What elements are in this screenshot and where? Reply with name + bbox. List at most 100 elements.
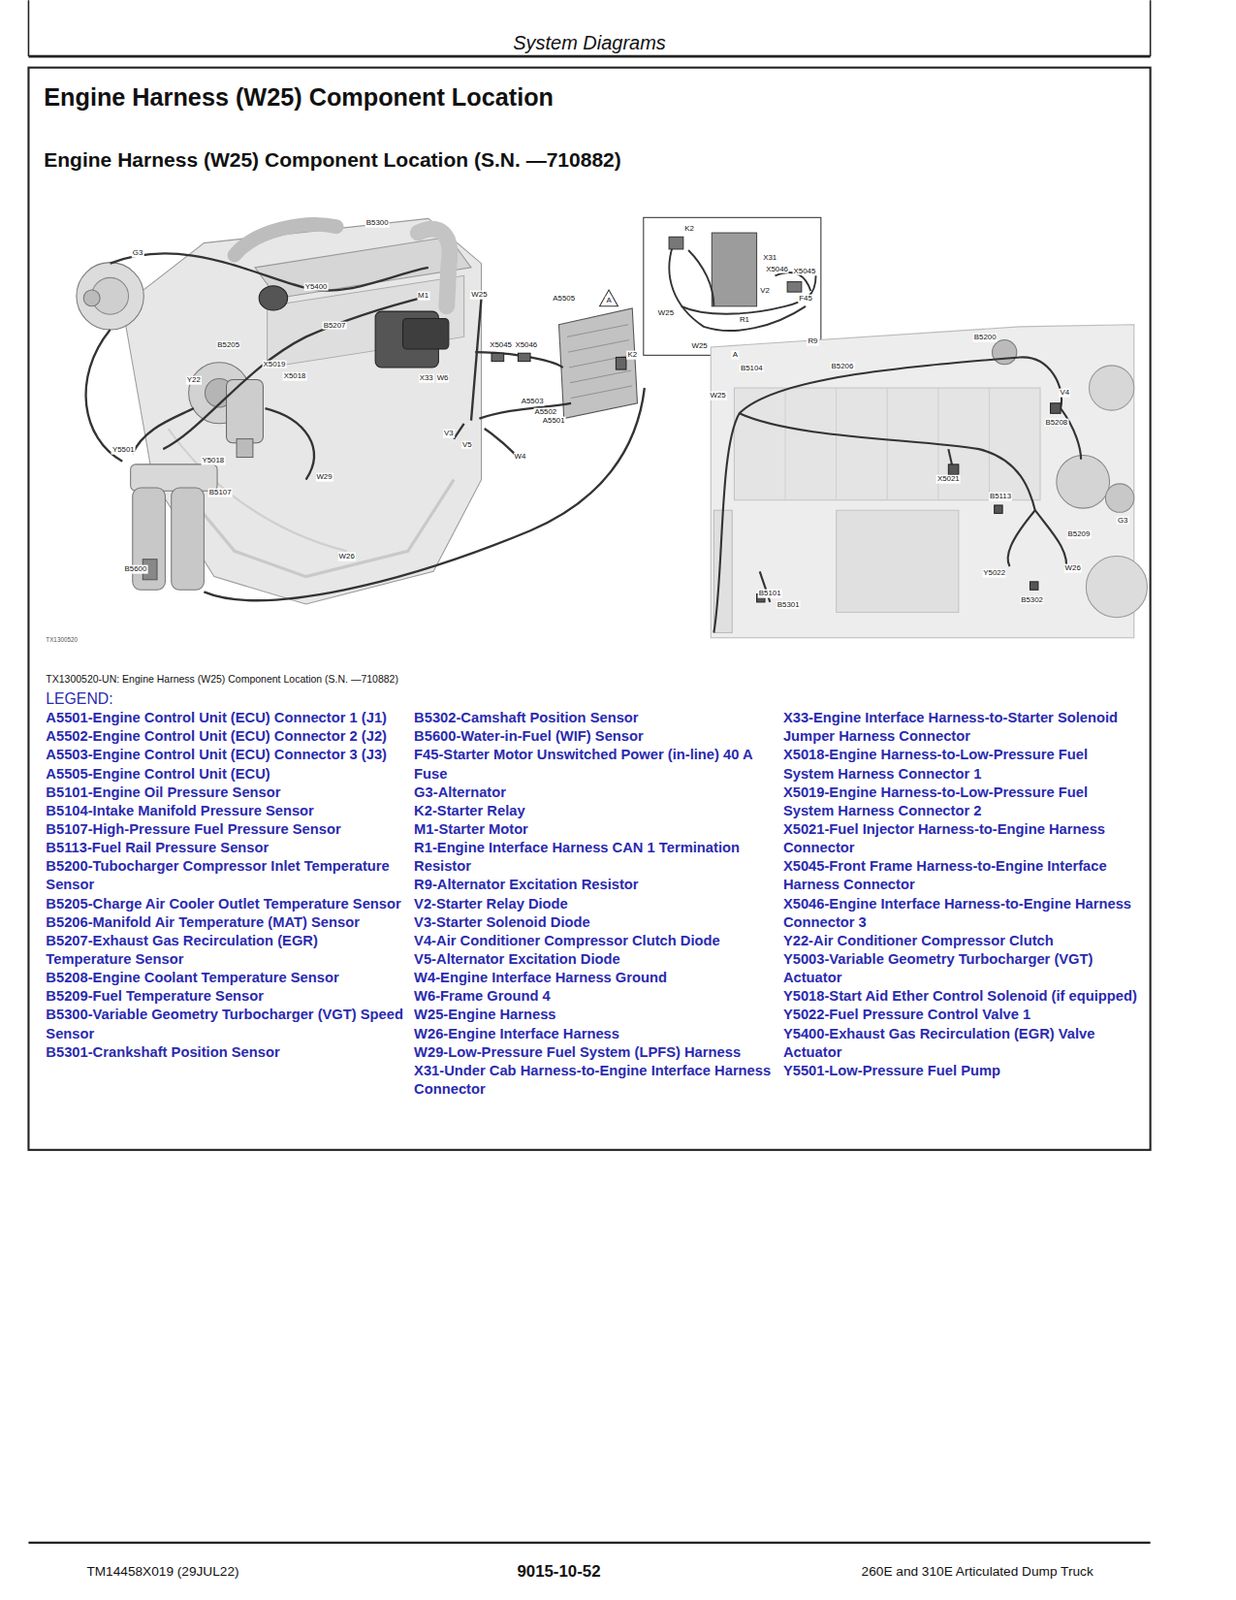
callout-label: Y5400 bbox=[304, 282, 329, 291]
legend-entry: V5-Alternator Excitation Diode bbox=[413, 950, 773, 969]
callout-label: W4 bbox=[513, 452, 528, 462]
legend-entry: V4-Air Conditioner Compressor Clutch Dio… bbox=[413, 931, 773, 951]
legend-entry: B5113-Fuel Rail Pressure Sensor bbox=[45, 838, 405, 857]
callout-label: V5 bbox=[461, 440, 474, 449]
callout-label: A5501 bbox=[541, 416, 567, 426]
callout-label: G3 bbox=[131, 249, 145, 258]
callout-label: B5200 bbox=[973, 333, 998, 343]
callout-label: B5208 bbox=[1044, 417, 1069, 427]
inset-view bbox=[643, 217, 822, 361]
callout-label: B5113 bbox=[988, 492, 1013, 502]
legend-entry: B5300-Variable Geometry Turbocharger (VG… bbox=[45, 1005, 405, 1043]
callout-label: F45 bbox=[797, 294, 814, 304]
legend-entry: W4-Engine Interface Harness Ground bbox=[413, 968, 773, 987]
legend-entry: B5206-Manifold Air Temperature (MAT) Sen… bbox=[45, 913, 405, 932]
legend-entry: X5046-Engine Interface Harness-to-Engine… bbox=[783, 894, 1142, 932]
legend-entry: Y5501-Low-Pressure Fuel Pump bbox=[783, 1061, 1142, 1080]
callout-label: W25 bbox=[691, 341, 709, 350]
callout-label: B5209 bbox=[1067, 530, 1092, 539]
callout-label: Y5022 bbox=[982, 569, 1007, 578]
callout-label: X5021 bbox=[936, 475, 961, 484]
legend-entry: B5101-Engine Oil Pressure Sensor bbox=[45, 783, 405, 802]
legend-entry: A5501-Engine Control Unit (ECU) Connecto… bbox=[45, 708, 405, 728]
legend-column: X33-Engine Interface Harness-to-Starter … bbox=[783, 708, 1142, 1080]
callout-label: W25 bbox=[657, 309, 675, 318]
callout-label: B5207 bbox=[322, 320, 348, 330]
callout-label: B5107 bbox=[208, 488, 233, 498]
legend-column: B5302-Camshaft Position SensorB5600-Wate… bbox=[413, 708, 773, 1099]
callout-label: G3 bbox=[1116, 515, 1130, 525]
callout-label: B5600 bbox=[124, 565, 149, 574]
subtitle: Engine Harness (W25) Component Location … bbox=[43, 148, 622, 172]
callout-label: W25 bbox=[708, 391, 727, 401]
legend-entry: K2-Starter Relay bbox=[413, 801, 773, 821]
legend-entry: V2-Starter Relay Diode bbox=[413, 894, 773, 914]
callout-label: B5205 bbox=[216, 340, 241, 349]
figure-id: TX1300520 bbox=[45, 635, 78, 643]
callout-label: X5046 bbox=[513, 340, 539, 349]
legend-entry: B5600-Water-in-Fuel (WIF) Sensor bbox=[413, 727, 773, 746]
callout-label: K2 bbox=[683, 223, 696, 233]
legend-entry: B5200-Tubocharger Compressor Inlet Tempe… bbox=[45, 856, 405, 894]
legend-entry: Y5018-Start Aid Ether Control Solenoid (… bbox=[783, 986, 1142, 1006]
callout-label: X31 bbox=[761, 253, 778, 263]
legend-entry: V3-Starter Solenoid Diode bbox=[413, 913, 773, 932]
legend-entry: R9-Alternator Excitation Resistor bbox=[413, 875, 773, 894]
page-title: Engine Harness (W25) Component Location bbox=[43, 83, 554, 112]
callout-label: X5045 bbox=[488, 340, 513, 349]
legend-entry: B5207-Exhaust Gas Recirculation (EGR) Te… bbox=[45, 931, 405, 969]
legend-entry: W29-Low-Pressure Fuel System (LPFS) Harn… bbox=[413, 1043, 773, 1062]
callout-label: V4 bbox=[1058, 388, 1071, 398]
legend-entry: A5502-Engine Control Unit (ECU) Connecto… bbox=[45, 727, 405, 746]
callout-label: Y5018 bbox=[200, 456, 225, 466]
callout-label: V2 bbox=[759, 285, 771, 295]
callout-label: X5045 bbox=[792, 266, 818, 276]
legend-entry: Y5003-Variable Geometry Turbocharger (VG… bbox=[783, 950, 1142, 987]
callout-label: R9 bbox=[806, 337, 819, 347]
callout-label: B5206 bbox=[830, 361, 856, 371]
legend-entry: X5018-Engine Harness-to-Low-Pressure Fue… bbox=[783, 745, 1142, 783]
legend-entry: B5302-Camshaft Position Sensor bbox=[413, 708, 773, 728]
legend-entry: R1-Engine Interface Harness CAN 1 Termin… bbox=[413, 838, 773, 876]
legend-entry: W26-Engine Interface Harness bbox=[413, 1024, 773, 1044]
legend-heading: LEGEND: bbox=[45, 690, 113, 708]
legend-entry: B5205-Charge Air Cooler Outlet Temperatu… bbox=[45, 894, 405, 914]
legend-entry: Y5022-Fuel Pressure Control Valve 1 bbox=[783, 1005, 1142, 1024]
callout-label: X5018 bbox=[283, 372, 308, 381]
legend-column: A5501-Engine Control Unit (ECU) Connecto… bbox=[45, 708, 405, 1062]
callout-label: R1 bbox=[738, 316, 751, 325]
legend-entry: F45-Starter Motor Unswitched Power (in-l… bbox=[413, 745, 773, 783]
legend-entry: M1-Starter Motor bbox=[413, 820, 773, 839]
legend-entry: A5505-Engine Control Unit (ECU) bbox=[45, 764, 405, 784]
callout-label: X33 bbox=[418, 374, 435, 383]
legend-entry: Y5400-Exhaust Gas Recirculation (EGR) Va… bbox=[783, 1024, 1142, 1062]
page-frame bbox=[28, 0, 1150, 1543]
page-number: 9015-10-52 bbox=[516, 1561, 601, 1581]
legend-entry: G3-Alternator bbox=[413, 783, 773, 802]
legend-entry: X5019-Engine Harness-to-Low-Pressure Fue… bbox=[783, 783, 1142, 821]
legend-entry: B5301-Crankshaft Position Sensor bbox=[45, 1043, 405, 1062]
callout-label: B5301 bbox=[776, 600, 801, 609]
callout-label: B5101 bbox=[758, 589, 783, 599]
callout-label: Y5501 bbox=[111, 445, 136, 455]
legend-entry: X5045-Front Frame Harness-to-Engine Inte… bbox=[783, 856, 1142, 894]
callout-label: M1 bbox=[416, 291, 430, 301]
footer-manual-id: TM14458X019 (29JUL22) bbox=[86, 1563, 239, 1580]
callout-label: W6 bbox=[436, 374, 450, 383]
legend-entry: B5208-Engine Coolant Temperature Sensor bbox=[45, 968, 405, 987]
callout-label: W26 bbox=[1064, 564, 1082, 573]
legend-entry: Y22-Air Conditioner Compressor Clutch bbox=[783, 931, 1142, 951]
callout-label: Y22 bbox=[186, 376, 202, 385]
callout-label: X5046 bbox=[764, 264, 790, 274]
callout-label: A5505 bbox=[551, 294, 576, 304]
callout-label: A5502 bbox=[533, 408, 558, 417]
callout-label: W26 bbox=[338, 552, 356, 562]
callout-label: B5104 bbox=[739, 363, 764, 373]
callout-label: A bbox=[604, 296, 612, 306]
footer-machine: 260E and 310E Articulated Dump Truck bbox=[861, 1563, 1094, 1580]
left-engine bbox=[76, 218, 645, 604]
callout-label: A5503 bbox=[520, 397, 545, 407]
callout-label: W25 bbox=[470, 290, 488, 300]
